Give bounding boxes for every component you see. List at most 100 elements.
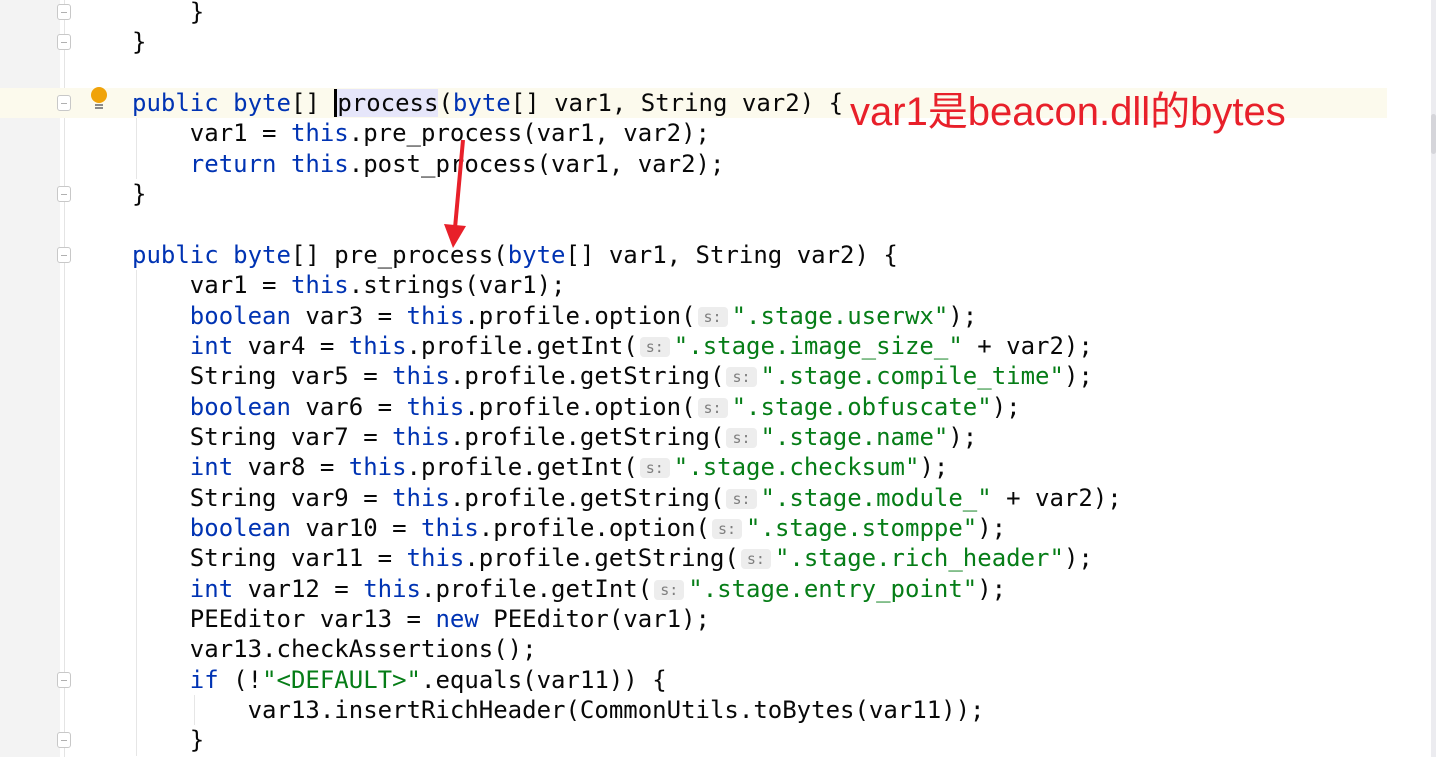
vertical-scrollbar[interactable] <box>1431 0 1436 757</box>
code-token: } <box>132 28 147 57</box>
code-line[interactable]: } <box>190 0 204 27</box>
parameter-hint: s: <box>697 306 728 327</box>
code-line[interactable]: var13.insertRichHeader(CommonUtils.toByt… <box>248 695 985 725</box>
code-token: [] var1, String var2) { <box>510 89 844 118</box>
keyword-token: int <box>189 574 234 603</box>
string-literal: ".stage.checksum" <box>673 453 920 482</box>
fold-marker-icon[interactable] <box>57 186 71 203</box>
keyword-token: boolean <box>189 301 291 330</box>
lightbulb-icon[interactable] <box>90 86 108 112</box>
keyword-token: this <box>348 331 407 360</box>
string-literal: ".stage.module_" <box>760 483 992 512</box>
keyword-token: byte <box>233 240 291 269</box>
code-token: .profile.getString( <box>464 544 739 573</box>
current-line-highlight <box>0 88 1387 119</box>
keyword-token: if <box>189 665 219 694</box>
code-token: [] pre_process( <box>290 240 508 269</box>
string-literal: ".stage.compile_time" <box>760 362 1064 391</box>
code-token: ); <box>977 513 1007 542</box>
parameter-hint: s: <box>639 336 670 357</box>
code-line[interactable]: var1 = this.strings(var1); <box>190 270 566 300</box>
fold-marker-icon[interactable] <box>57 246 71 263</box>
code-line[interactable]: PEEditor var13 = new PEEditor(var1); <box>190 604 710 634</box>
code-token: PEEditor var13 = <box>189 605 436 633</box>
annotation-text: var1是beacon.dll的bytes <box>850 90 1286 134</box>
code-line[interactable]: if (!"<DEFAULT>".equals(var11)) { <box>190 665 667 695</box>
code-token: .strings(var1); <box>348 271 566 300</box>
scrollbar-thumb[interactable] <box>1431 114 1436 154</box>
code-token: String var11 = <box>189 544 407 573</box>
code-token: ); <box>1063 362 1093 391</box>
code-token: [] <box>290 89 335 118</box>
code-line[interactable]: String var9 = this.profile.getString(s:"… <box>190 483 1122 513</box>
code-line[interactable]: int var12 = this.profile.getInt(s:".stag… <box>190 574 1006 604</box>
code-line[interactable]: int var8 = this.profile.getInt(s:".stage… <box>190 452 949 482</box>
code-line[interactable]: var1 = this.pre_process(var1, var2); <box>190 118 710 148</box>
keyword-token: this <box>406 301 465 330</box>
code-token: var1 = <box>189 271 291 300</box>
indent-guide <box>194 695 195 726</box>
keyword-token: this <box>290 119 349 148</box>
fold-marker-icon[interactable] <box>57 732 71 749</box>
selected-identifier: process <box>334 89 439 118</box>
fold-marker-icon[interactable] <box>57 34 71 51</box>
keyword-token: public <box>132 89 219 118</box>
code-line[interactable]: public byte[] process(byte[] var1, Strin… <box>132 88 843 118</box>
keyword-token: byte <box>507 240 566 269</box>
code-line[interactable]: int var4 = this.profile.getInt(s:".stage… <box>190 331 1093 361</box>
fold-marker-icon[interactable] <box>57 4 71 20</box>
code-token: .profile.getString( <box>449 483 725 512</box>
keyword-token: this <box>406 544 465 573</box>
keyword-token: this <box>290 271 349 300</box>
code-line[interactable]: String var7 = this.profile.getString(s:"… <box>190 422 977 452</box>
parameter-hint: s: <box>639 458 670 479</box>
code-token: var13.insertRichHeader(CommonUtils.toByt… <box>247 696 985 725</box>
code-token: } <box>132 180 147 209</box>
code-token: PEEditor(var1); <box>478 605 710 633</box>
string-literal: ".stage.stomppe" <box>746 513 978 542</box>
code-line[interactable]: } <box>132 179 146 209</box>
code-token: .profile.getInt( <box>406 331 638 360</box>
fold-marker-icon[interactable] <box>57 671 71 688</box>
keyword-token: this <box>290 149 349 178</box>
keyword-token: byte <box>452 89 511 118</box>
keyword-token: boolean <box>189 513 291 542</box>
fold-marker-icon[interactable] <box>57 95 71 112</box>
code-token: ); <box>948 301 978 330</box>
code-line[interactable]: boolean var10 = this.profile.option(s:".… <box>190 513 1006 543</box>
code-line[interactable]: boolean var3 = this.profile.option(s:".s… <box>190 301 977 331</box>
code-token: + var2); <box>962 331 1093 360</box>
keyword-token: this <box>392 483 450 512</box>
parameter-hint: s: <box>726 427 757 448</box>
code-token: var13.checkAssertions(); <box>189 635 537 664</box>
code-token: var6 = <box>290 392 407 421</box>
string-literal: ".stage.obfuscate" <box>731 392 992 421</box>
code-token: var4 = <box>233 331 349 360</box>
code-token: var12 = <box>233 574 364 603</box>
string-literal: ".stage.entry_point" <box>688 574 978 603</box>
code-line[interactable]: return this.post_process(var1, var2); <box>190 149 725 179</box>
keyword-token: this <box>421 513 479 542</box>
keyword-token: this <box>392 422 450 451</box>
parameter-hint: s: <box>740 549 771 570</box>
keyword-token: int <box>189 453 234 482</box>
code-line[interactable]: } <box>190 725 204 755</box>
code-line[interactable]: public byte[] pre_process(byte[] var1, S… <box>132 240 898 270</box>
indent-guide <box>136 118 137 180</box>
string-literal: ".stage.userwx" <box>731 301 949 330</box>
string-literal: "<DEFAULT>" <box>262 665 422 694</box>
code-line[interactable]: String var11 = this.profile.getString(s:… <box>190 543 1093 573</box>
code-token: var10 = <box>290 513 421 542</box>
code-token: .post_process(var1, var2); <box>348 149 725 178</box>
code-line[interactable]: var13.checkAssertions(); <box>190 634 537 664</box>
parameter-hint: s: <box>726 367 757 388</box>
code-token: String var9 = <box>189 483 393 512</box>
keyword-token: public <box>132 240 219 269</box>
code-line[interactable]: String var5 = this.profile.getString(s:"… <box>190 361 1093 391</box>
code-token: .equals(var11)) { <box>421 665 667 694</box>
code-line[interactable]: boolean var6 = this.profile.option(s:".s… <box>190 392 1021 422</box>
indent-guide <box>136 270 137 756</box>
code-line[interactable]: } <box>132 27 146 57</box>
